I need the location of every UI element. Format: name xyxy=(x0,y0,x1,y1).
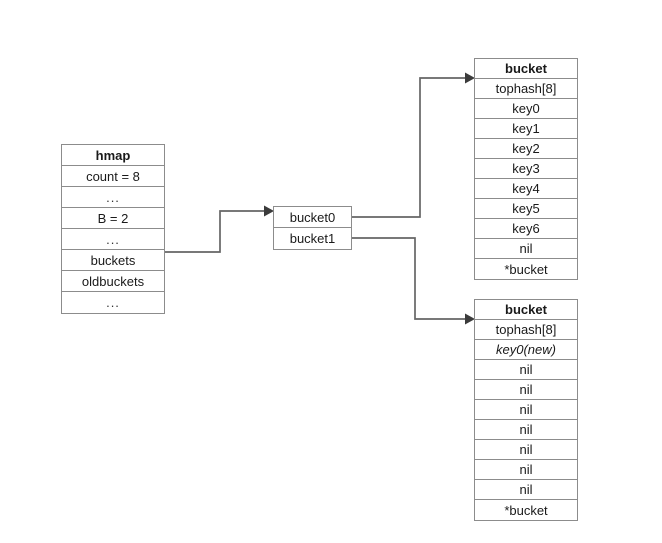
bucket-bottom-row-overflow-pointer: *bucket xyxy=(475,500,577,520)
bucket-bottom-row-nil-7: nil xyxy=(475,480,577,500)
arrow-head-bucket-top xyxy=(465,72,475,84)
bucket-top-row-key3: key3 xyxy=(475,159,577,179)
bucket-bottom-row-nil-1: nil xyxy=(475,360,577,380)
hmap-row-oldbuckets: oldbuckets xyxy=(62,271,164,292)
bucket-top-row-key6: key6 xyxy=(475,219,577,239)
bucket-bottom-row-nil-3: nil xyxy=(475,400,577,420)
bucket-top-header: bucket xyxy=(475,59,577,79)
edge-bucket1-to-bucket-bottom xyxy=(352,237,465,320)
bucket-top-row-key0: key0 xyxy=(475,99,577,119)
bucket-bottom-header: bucket xyxy=(475,300,577,320)
bucket-array: bucket0 bucket1 xyxy=(273,206,352,250)
bucket-top-row-overflow-pointer: *bucket xyxy=(475,259,577,279)
hmap-row-b: B = 2 xyxy=(62,208,164,229)
bucket-array-row-bucket0: bucket0 xyxy=(274,207,351,228)
bucket-top-row-key1: key1 xyxy=(475,119,577,139)
hmap-row-ellipsis-1: ... xyxy=(62,187,164,208)
bucket-top: bucket tophash[8] key0 key1 key2 key3 ke… xyxy=(474,58,578,280)
hmap-row-ellipsis-3: ... xyxy=(62,292,164,313)
hmap-row-count: count = 8 xyxy=(62,166,164,187)
bucket-top-row-key4: key4 xyxy=(475,179,577,199)
bucket-bottom-row-nil-2: nil xyxy=(475,380,577,400)
bucket-array-row-bucket1: bucket1 xyxy=(274,228,351,249)
bucket-bottom: bucket tophash[8] key0(new) nil nil nil … xyxy=(474,299,578,521)
arrow-head-bucket-array xyxy=(264,205,274,217)
bucket-top-row-tophash: tophash[8] xyxy=(475,79,577,99)
bucket-top-row-key5: key5 xyxy=(475,199,577,219)
bucket-top-row-nil: nil xyxy=(475,239,577,259)
hmap-header: hmap xyxy=(62,145,164,166)
hmap-struct: hmap count = 8 ... B = 2 ... buckets old… xyxy=(61,144,165,314)
bucket-bottom-row-key0-new: key0(new) xyxy=(475,340,577,360)
arrow-head-bucket-bottom xyxy=(465,313,475,325)
edge-bucket0-to-bucket-top xyxy=(352,77,465,218)
hmap-row-ellipsis-2: ... xyxy=(62,229,164,250)
bucket-bottom-row-tophash: tophash[8] xyxy=(475,320,577,340)
bucket-bottom-row-nil-5: nil xyxy=(475,440,577,460)
bucket-bottom-row-nil-4: nil xyxy=(475,420,577,440)
bucket-top-row-key2: key2 xyxy=(475,139,577,159)
bucket-bottom-row-nil-6: nil xyxy=(475,460,577,480)
edge-hmap-buckets-to-bucket-array xyxy=(165,210,264,253)
hmap-row-buckets: buckets xyxy=(62,250,164,271)
